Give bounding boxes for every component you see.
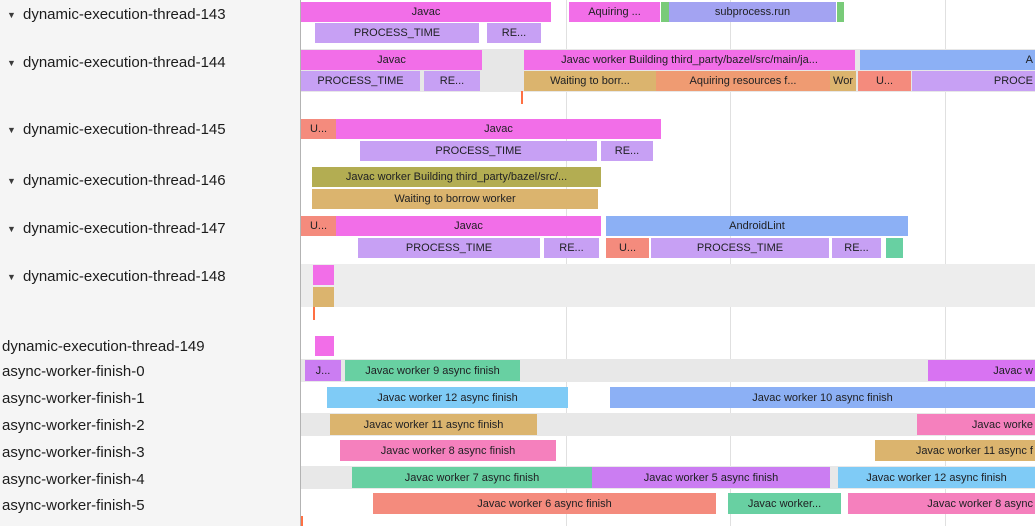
sidebar-timeline-divider [300, 0, 301, 526]
track-label: dynamic-execution-thread-146 [23, 172, 226, 189]
track-name-dynamic-execution-thread-143[interactable]: ▼ dynamic-execution-thread-143 [0, 5, 300, 24]
track-name-async-worker-finish-3[interactable]: async-worker-finish-3 [0, 443, 300, 462]
instant-event-tick[interactable] [521, 91, 523, 104]
time-gridline [945, 0, 946, 526]
time-gridline [730, 0, 731, 526]
trace-span[interactable]: subprocess.run [669, 2, 836, 22]
collapse-arrow-icon[interactable]: ▼ [7, 9, 16, 20]
trace-span[interactable]: Javac worker 9 async finish [345, 360, 520, 381]
track-name-dynamic-execution-thread-146[interactable]: ▼ dynamic-execution-thread-146 [0, 171, 300, 190]
trace-span[interactable]: RE... [544, 238, 599, 258]
trace-span[interactable]: Javac worke [917, 414, 1035, 435]
trace-span[interactable]: U... [301, 119, 336, 139]
collapse-arrow-icon[interactable]: ▼ [7, 223, 16, 234]
track-name-async-worker-finish-2[interactable]: async-worker-finish-2 [0, 416, 300, 435]
trace-span[interactable]: RE... [601, 141, 653, 161]
track-name-dynamic-execution-thread-145[interactable]: ▼ dynamic-execution-thread-145 [0, 120, 300, 139]
track-name-async-worker-finish-4[interactable]: async-worker-finish-4 [0, 470, 300, 489]
track-label: dynamic-execution-thread-145 [23, 121, 226, 138]
trace-span[interactable] [661, 2, 669, 22]
trace-span[interactable]: Javac worker 5 async finish [592, 467, 830, 488]
trace-span[interactable]: PROCESS_TIME [360, 141, 597, 161]
track-name-dynamic-execution-thread-148[interactable]: ▼ dynamic-execution-thread-148 [0, 267, 300, 286]
track-label: async-worker-finish-4 [2, 471, 145, 488]
track-label: dynamic-execution-thread-149 [2, 338, 205, 355]
track-label: dynamic-execution-thread-148 [23, 268, 226, 285]
trace-span[interactable]: Aquiring resources f... [656, 71, 830, 91]
trace-span[interactable]: Javac worker 8 async finish [340, 440, 556, 461]
trace-span[interactable]: PROCESS_TIME [651, 238, 829, 258]
trace-span[interactable]: Javac worker 12 async finish [327, 387, 568, 408]
trace-span[interactable]: Javac worker Building third_party/bazel/… [312, 167, 601, 187]
trace-span[interactable]: Waiting to borr... [524, 71, 656, 91]
trace-span[interactable]: Wor [830, 71, 856, 91]
trace-span[interactable]: Javac worker 7 async finish [352, 467, 592, 488]
track-name-dynamic-execution-thread-144[interactable]: ▼ dynamic-execution-thread-144 [0, 53, 300, 72]
trace-span[interactable]: Javac worker 6 async finish [373, 493, 716, 514]
track-name-async-worker-finish-5[interactable]: async-worker-finish-5 [0, 496, 300, 515]
trace-span[interactable]: RE... [424, 71, 480, 91]
track-label: async-worker-finish-5 [2, 497, 145, 514]
trace-span[interactable] [313, 265, 334, 285]
instant-event-tick[interactable] [301, 516, 303, 526]
track-label: async-worker-finish-3 [2, 444, 145, 461]
track-label: dynamic-execution-thread-144 [23, 54, 226, 71]
track-label: async-worker-finish-1 [2, 390, 145, 407]
trace-span[interactable]: PROCESS_TIME [301, 71, 420, 91]
trace-span[interactable]: U... [301, 216, 336, 236]
trace-span[interactable]: U... [606, 238, 649, 258]
trace-span[interactable]: RE... [832, 238, 881, 258]
trace-span[interactable] [886, 238, 903, 258]
trace-span[interactable]: PROCESS_TIME [358, 238, 540, 258]
trace-span[interactable]: Javac [336, 216, 601, 236]
trace-span[interactable]: U... [858, 71, 911, 91]
trace-span[interactable]: Javac w [928, 360, 1035, 381]
trace-span[interactable]: Javac [301, 50, 482, 70]
trace-span[interactable]: Javac worker 12 async finish [838, 467, 1035, 488]
track-label: dynamic-execution-thread-147 [23, 220, 226, 237]
collapse-arrow-icon[interactable]: ▼ [7, 175, 16, 186]
track-name-dynamic-execution-thread-147[interactable]: ▼ dynamic-execution-thread-147 [0, 219, 300, 238]
trace-span[interactable]: A [860, 50, 1035, 70]
track-name-dynamic-execution-thread-149[interactable]: dynamic-execution-thread-149 [0, 337, 300, 356]
track-name-sidebar: ▼ dynamic-execution-thread-143 ▼ dynamic-ex… [0, 0, 300, 526]
track-label: async-worker-finish-0 [2, 363, 145, 380]
trace-span[interactable] [315, 336, 334, 356]
trace-span[interactable]: PROCE [912, 71, 1035, 91]
trace-span[interactable]: Javac [301, 2, 551, 22]
trace-span[interactable]: PROCESS_TIME [315, 23, 479, 43]
trace-span[interactable]: Javac worker 10 async finish [610, 387, 1035, 408]
track-label: async-worker-finish-2 [2, 417, 145, 434]
track-label: dynamic-execution-thread-143 [23, 6, 226, 23]
track-name-async-worker-finish-0[interactable]: async-worker-finish-0 [0, 362, 300, 381]
trace-span[interactable]: Javac worker 11 async f [875, 440, 1035, 461]
trace-span[interactable]: Javac worker 8 async [848, 493, 1035, 514]
trace-span[interactable] [837, 2, 844, 22]
time-gridline [566, 0, 567, 526]
trace-span[interactable] [313, 287, 334, 307]
trace-span[interactable]: Javac worker... [728, 493, 841, 514]
trace-span[interactable]: J... [305, 360, 341, 381]
instant-event-tick[interactable] [313, 307, 315, 320]
trace-span[interactable]: RE... [487, 23, 541, 43]
track-row-background [301, 264, 1035, 307]
collapse-arrow-icon[interactable]: ▼ [7, 57, 16, 68]
collapse-arrow-icon[interactable]: ▼ [7, 271, 16, 282]
track-name-async-worker-finish-1[interactable]: async-worker-finish-1 [0, 389, 300, 408]
trace-span[interactable]: Waiting to borrow worker [312, 189, 598, 209]
trace-span[interactable]: Javac worker 11 async finish [330, 414, 537, 435]
trace-span[interactable]: AndroidLint [606, 216, 908, 236]
trace-span[interactable]: Javac [336, 119, 661, 139]
collapse-arrow-icon[interactable]: ▼ [7, 124, 16, 135]
trace-span[interactable]: Javac worker Building third_party/bazel/… [524, 50, 855, 70]
trace-span[interactable]: Aquiring ... [569, 2, 660, 22]
